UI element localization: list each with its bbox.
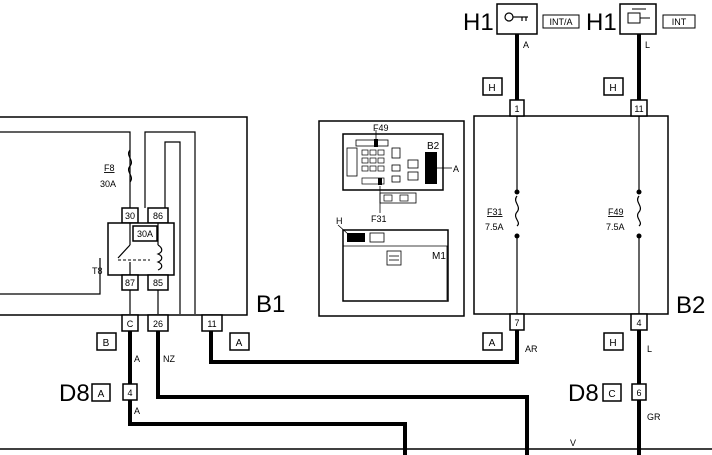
key-switch-icon: [496, 3, 538, 35]
wire-color-h1-right: L: [645, 40, 650, 50]
wire-color-h1-left: A: [523, 40, 529, 50]
b2-pin-7-label: 7: [514, 318, 519, 328]
relay-pin-86-label: 86: [153, 211, 163, 221]
inset-side-label: A: [453, 164, 459, 174]
wire-color-d8-right-below: GR: [647, 412, 661, 422]
relay-coil-symbol: [156, 244, 163, 271]
location-inset: F49 B2 A F31 H M1: [318, 120, 465, 317]
fuse-f31-symbol: [514, 195, 520, 227]
connector-h-b2-label: H: [609, 338, 616, 349]
connector-a-b2-label: A: [489, 338, 496, 349]
h1-right-ref: H1: [586, 9, 617, 36]
connector-h-left: [482, 77, 503, 96]
b1-pin-26-label: 26: [153, 319, 163, 329]
connector-a-b2: [482, 332, 503, 351]
relay-name: T8: [92, 266, 103, 276]
wire-b2-7-to-b1-11: [209, 330, 519, 364]
inset-fuse-bottom: F31: [371, 214, 387, 224]
d8-left-conn-box: [91, 383, 111, 402]
relay-contact-rating: 30A: [137, 229, 153, 239]
d8-right-conn: C: [608, 389, 615, 400]
connector-h-b2: [603, 332, 624, 351]
b1-pin-c-label: C: [127, 319, 134, 329]
b2-label: B2: [676, 292, 705, 319]
b2-pin-4-label: 4: [636, 318, 641, 328]
fuse-f8-label: F8: [104, 163, 115, 173]
inset-fuse-top: F49: [373, 123, 389, 133]
relay-contact-box: [132, 225, 158, 242]
fuse-f31-rating: 7.5A: [485, 222, 504, 232]
wire-color-bottom-bus: V: [570, 438, 576, 448]
fuse-f8-symbol: [127, 149, 133, 183]
fuse-f8-rating: 30A: [100, 179, 116, 189]
connector-h-left-label: H: [488, 83, 495, 94]
d8-left-conn: A: [98, 389, 105, 400]
wire-color-b1-26: NZ: [163, 354, 175, 364]
connector-b: [96, 332, 117, 351]
h1-left-component: H1 INT/A: [463, 3, 580, 36]
fuse-f49-label: F49: [608, 207, 624, 217]
h1-right-tag: INT: [672, 17, 687, 27]
wire-color-b1-c: A: [134, 354, 140, 364]
relay-pin-85-label: 85: [153, 278, 163, 288]
b2-fuse-box: [473, 115, 669, 315]
relay-pin-30-label: 30: [125, 211, 135, 221]
wire-color-b2-4: L: [647, 344, 652, 354]
wire-b1-26: [156, 331, 529, 455]
b1-pin-11-label: 11: [207, 319, 216, 329]
fuse-f49-rating: 7.5A: [606, 222, 625, 232]
h1-right-tag-box: [662, 14, 696, 29]
b1-label: B1: [256, 291, 285, 318]
d8-right-conn-box: [602, 383, 622, 402]
fuse-f31-label: F31: [487, 207, 503, 217]
inset-lower-right: M1: [432, 251, 446, 262]
fuse-f49-symbol: [636, 195, 642, 227]
connector-b-label: B: [103, 338, 110, 349]
d8-right-pin-label: 6: [636, 388, 641, 398]
h1-left-tag: INT/A: [549, 17, 572, 27]
d8-left-ref: D8: [59, 380, 90, 407]
connector-h-right: [603, 77, 624, 96]
wire-color-d8-left-below: A: [134, 406, 140, 416]
wire-d8-left-below: [128, 400, 407, 455]
inset-box-label: B2: [427, 141, 440, 152]
connector-a-b1: [229, 332, 250, 351]
b2-pin-1-label: 1: [514, 104, 519, 114]
inset-lower-left: H: [336, 216, 343, 226]
h1-left-tag-box: [542, 14, 580, 29]
connector-a-b1-label: A: [236, 338, 243, 349]
connector-h-right-label: H: [609, 83, 616, 94]
b1-pin-11: [201, 314, 223, 332]
relay-pin-87-label: 87: [125, 278, 135, 288]
wire-color-b2-7: AR: [525, 344, 538, 354]
d8-left-pin-label: 4: [127, 388, 132, 398]
d8-right-ref: D8: [568, 380, 599, 407]
h1-right-component: H1 INT: [586, 3, 696, 36]
b2-pin-11-label: 11: [634, 104, 643, 114]
h1-left-ref: H1: [463, 9, 494, 36]
